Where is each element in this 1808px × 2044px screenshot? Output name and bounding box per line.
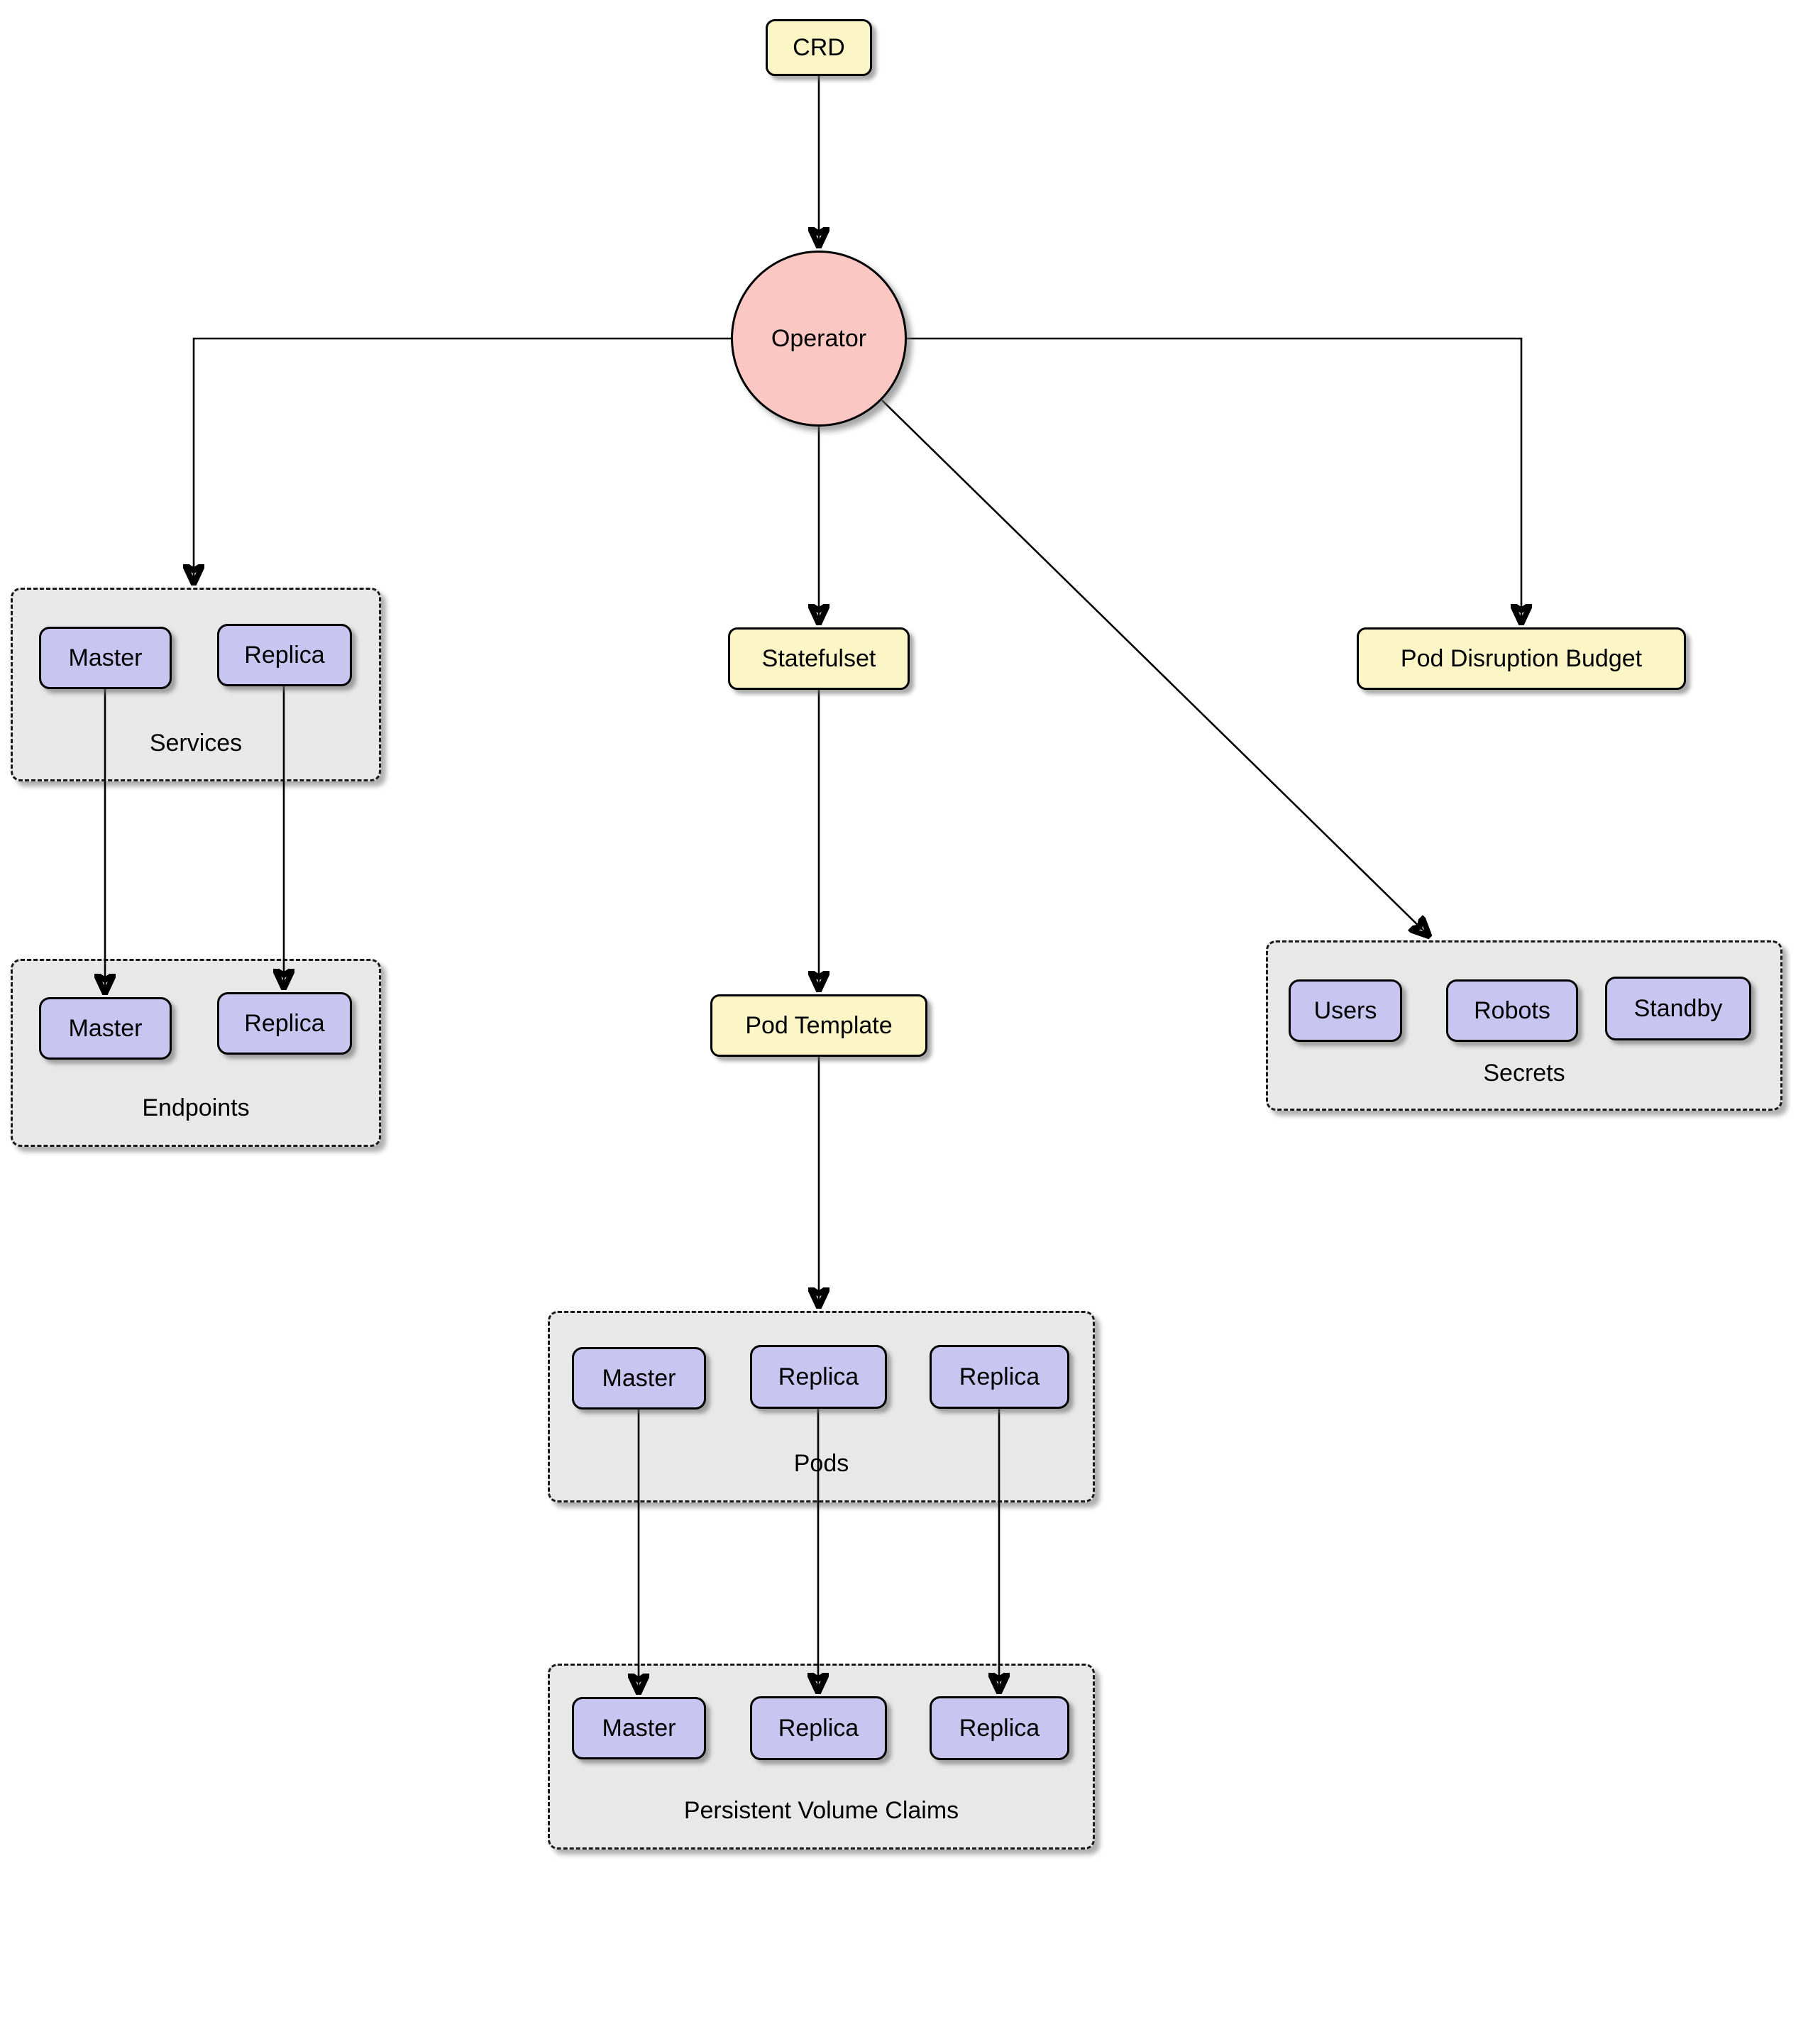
group-label-endpoints: Endpoints [142, 1094, 250, 1121]
edge-operator-secrets [881, 400, 1428, 935]
item-endpoints-master: Master [39, 997, 172, 1060]
item-pvc-master: Master [572, 1697, 706, 1759]
item-pods-replica-2: Replica [930, 1345, 1069, 1409]
node-operator: Operator [731, 251, 907, 427]
item-pvc-replica-2: Replica [930, 1696, 1069, 1760]
item-secrets-robots: Robots [1446, 979, 1578, 1042]
item-pvc-replica-1: Replica [750, 1696, 887, 1760]
item-secrets-standby: Standby [1605, 977, 1751, 1040]
edge-operator-pdb [907, 337, 1521, 622]
group-label-services: Services [149, 730, 243, 757]
item-pods-master: Master [572, 1347, 706, 1410]
item-services-master: Master [39, 627, 172, 689]
item-secrets-users: Users [1289, 979, 1402, 1042]
item-pods-replica-1: Replica [750, 1345, 887, 1409]
node-crd: CRD [766, 19, 872, 76]
item-services-replica: Replica [217, 624, 352, 686]
item-endpoints-replica: Replica [217, 992, 352, 1055]
group-label-pods: Pods [793, 1450, 849, 1477]
group-label-secrets: Secrets [1483, 1060, 1565, 1087]
edge-operator-services [194, 337, 731, 583]
node-pod-disruption-budget: Pod Disruption Budget [1357, 627, 1686, 690]
node-pod-template: Pod Template [710, 994, 927, 1057]
group-label-persistent-volume-claims: Persistent Volume Claims [683, 1797, 959, 1824]
node-statefulset: Statefulset [728, 627, 910, 690]
